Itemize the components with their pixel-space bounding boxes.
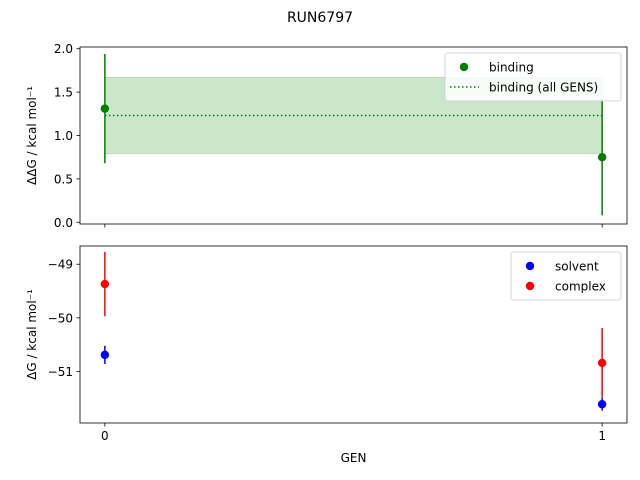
legend-marker — [459, 62, 469, 72]
complex-point — [100, 279, 110, 289]
legend-marker — [525, 261, 535, 271]
y-tick-label: 1.0 — [54, 129, 73, 143]
solvent-complex-legend-box — [510, 251, 622, 301]
legend-label: solvent — [555, 260, 599, 274]
y-axis-label: ΔΔG / kcal mol⁻¹ — [25, 86, 39, 185]
solvent-complex-axes-frame — [79, 245, 628, 424]
y-tick-label: −50 — [48, 311, 73, 325]
x-axis-label: GEN — [341, 451, 367, 465]
legend-label: binding — [489, 61, 534, 75]
y-tick-label: 0.0 — [54, 216, 73, 230]
legend-label: binding (all GENS) — [489, 81, 598, 95]
legend-label: complex — [555, 280, 606, 294]
legend-marker — [525, 281, 535, 291]
y-tick-label: −51 — [48, 365, 73, 379]
solvent-point — [597, 400, 607, 409]
complex-point — [597, 358, 607, 368]
y-tick-label: −49 — [48, 258, 73, 272]
y-axis-label: ΔG / kcal mol⁻¹ — [25, 289, 39, 380]
binding-legend-box — [444, 52, 622, 102]
binding-point — [597, 152, 607, 162]
binding-point — [100, 104, 110, 113]
y-tick-label: 1.5 — [54, 86, 73, 100]
y-tick-label: 2.0 — [54, 42, 73, 56]
x-tick-label: 1 — [598, 429, 606, 443]
figure-title: RUN6797 — [287, 10, 353, 26]
solvent-point — [100, 350, 110, 360]
x-tick-label: 0 — [101, 429, 109, 443]
solvent-complex-panel: −51 −50 −49 0 1 ΔG / kcal mol⁻¹ GEN solvent comp… — [25, 245, 628, 465]
y-tick-label: 0.5 — [54, 172, 73, 186]
